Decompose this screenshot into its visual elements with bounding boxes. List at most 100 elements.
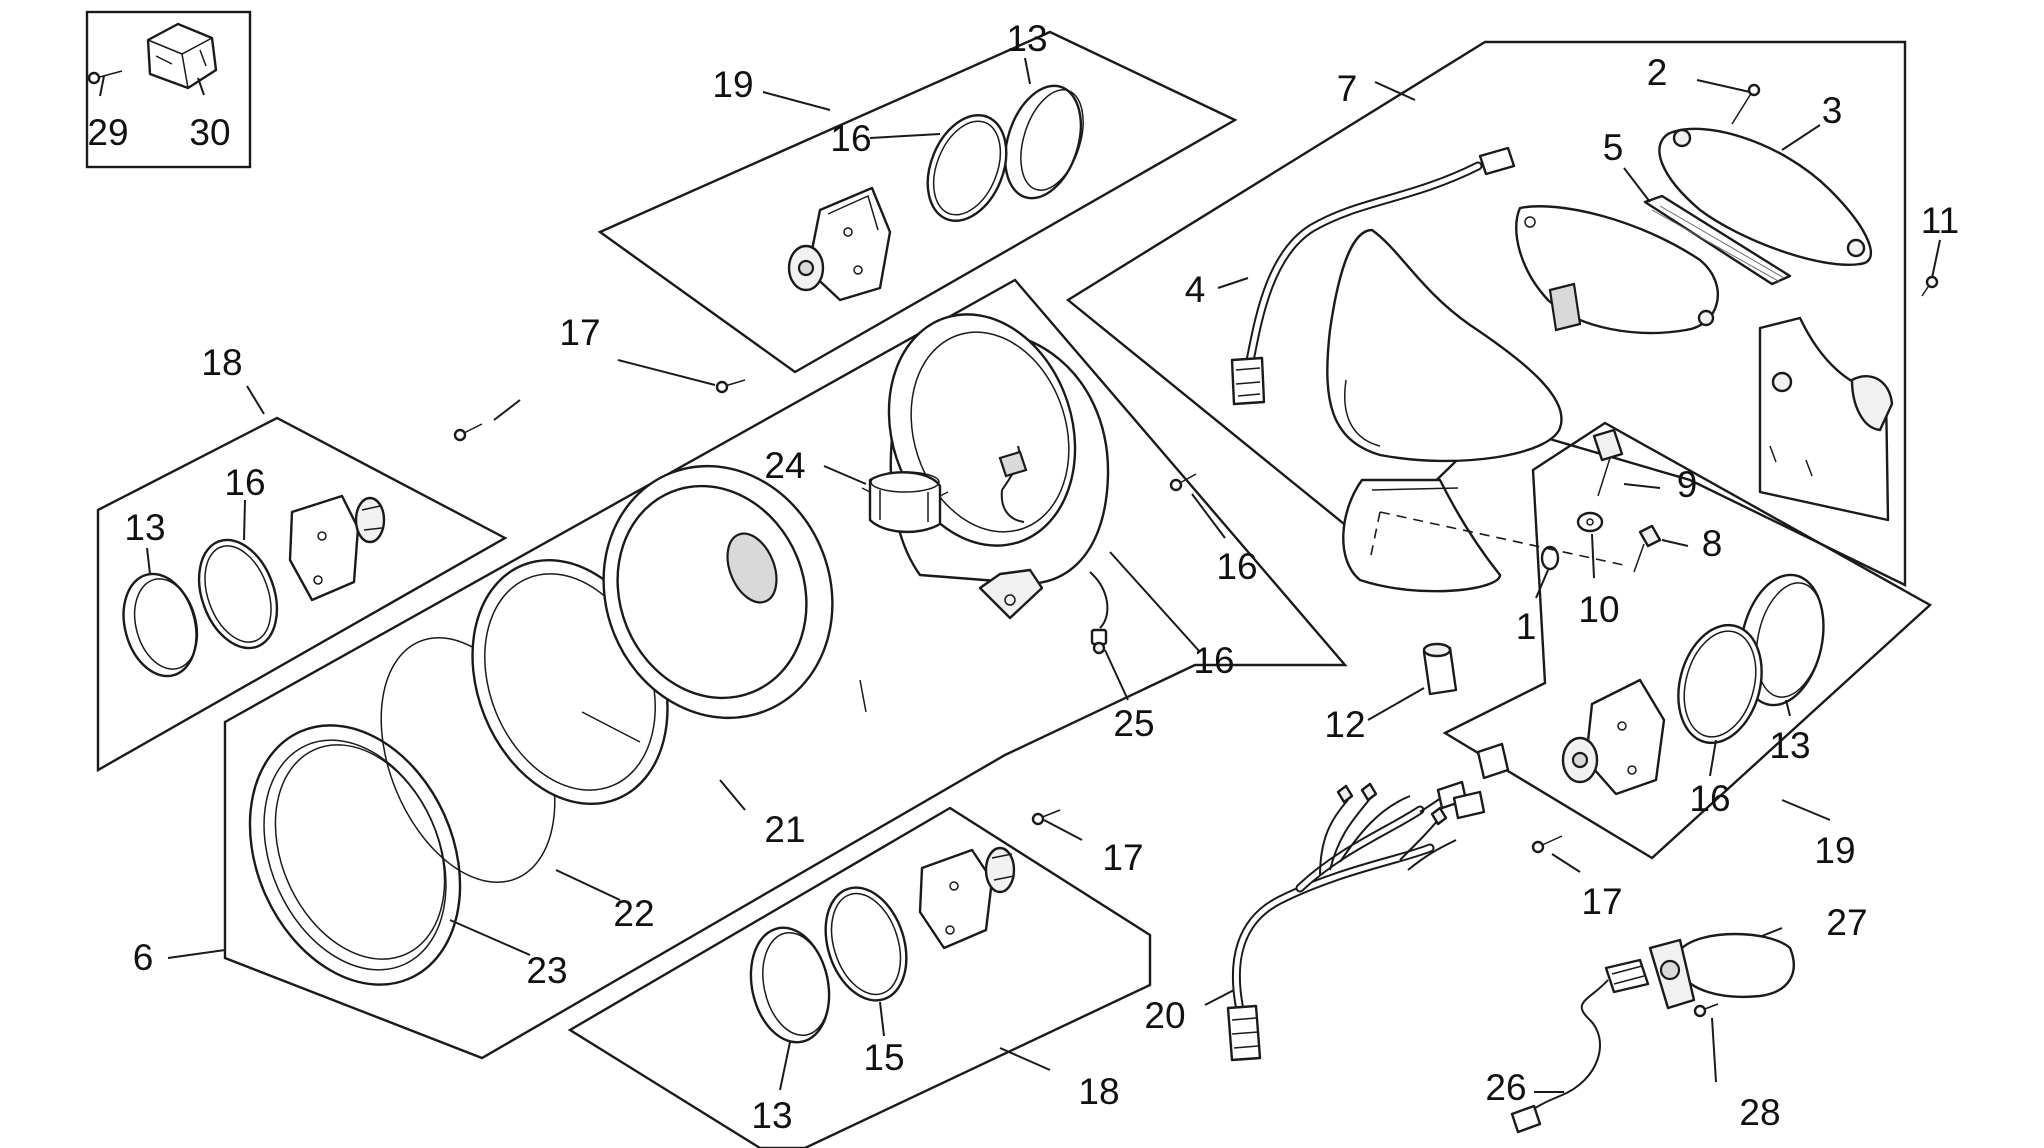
leader-16-right bbox=[1709, 739, 1717, 777]
frame-group-19-right bbox=[1442, 421, 1933, 860]
leader-25 bbox=[1104, 649, 1129, 701]
leader-21 bbox=[719, 779, 746, 811]
screw-17-top bbox=[715, 379, 746, 394]
leader-11 bbox=[1931, 239, 1941, 279]
housing-left bbox=[288, 494, 386, 602]
nut-1 bbox=[1540, 545, 1560, 571]
screw-17-right bbox=[1531, 835, 1563, 854]
leader-22 bbox=[555, 869, 621, 901]
callout-25: 25 bbox=[1113, 703, 1154, 744]
callout-23: 23 bbox=[526, 950, 567, 991]
leader-18-left bbox=[246, 385, 265, 415]
leader-17-bottom bbox=[1043, 819, 1083, 841]
frame-group-18-bottom bbox=[567, 806, 1152, 1148]
connector-25 bbox=[1090, 628, 1108, 655]
socket-24 bbox=[861, 471, 949, 534]
callout-12: 12 bbox=[1324, 704, 1365, 745]
leader-19-right bbox=[1781, 799, 1831, 821]
callout-16-right: 16 bbox=[1689, 778, 1730, 819]
lens-13-left bbox=[122, 572, 199, 678]
housing-right bbox=[1561, 678, 1666, 796]
leader-5 bbox=[1623, 167, 1651, 203]
callout-16-bottom: 15 bbox=[863, 1037, 904, 1078]
callout-7: 7 bbox=[1337, 68, 1358, 109]
leader-9 bbox=[1623, 483, 1661, 489]
leader-13-right bbox=[1785, 699, 1791, 717]
screw-11 bbox=[1921, 275, 1939, 297]
cable-4 bbox=[1230, 146, 1516, 406]
callout-17-bottom: 17 bbox=[1102, 837, 1143, 878]
leader-13-top bbox=[1024, 57, 1031, 85]
screw-29 bbox=[87, 70, 123, 85]
axis-dash-line bbox=[1379, 511, 1629, 567]
leader-14 bbox=[1109, 551, 1201, 653]
ring-16-top bbox=[926, 114, 1008, 222]
parts bbox=[87, 22, 1939, 1134]
screw-15 bbox=[1169, 473, 1197, 492]
callout-13-top: 13 bbox=[1006, 18, 1047, 59]
housing-top bbox=[787, 186, 892, 302]
callout-30: 30 bbox=[189, 112, 230, 153]
lens-13-top bbox=[1003, 84, 1084, 200]
callout-18-left: 18 bbox=[201, 342, 242, 383]
leader-30 bbox=[197, 77, 205, 96]
grommet-12 bbox=[1422, 642, 1458, 696]
tail-lens-3 bbox=[1658, 127, 1872, 266]
leader-16-left bbox=[243, 499, 246, 541]
leader-17-right bbox=[1551, 853, 1581, 873]
leader-28 bbox=[1711, 1017, 1717, 1083]
callout-29: 29 bbox=[87, 112, 128, 153]
axis-dash-line-2 bbox=[1369, 511, 1381, 561]
leader-4 bbox=[1217, 277, 1249, 289]
screw-17-left bbox=[453, 423, 483, 442]
leader-1 bbox=[1535, 569, 1549, 599]
leader-15 bbox=[1191, 493, 1226, 539]
leader-7 bbox=[1374, 81, 1416, 101]
leader-29 bbox=[99, 75, 105, 97]
leader-20 bbox=[1204, 989, 1235, 1006]
gasket-5 bbox=[1643, 194, 1792, 286]
tail-body bbox=[1326, 228, 1563, 593]
leader-lines bbox=[99, 57, 1941, 1093]
callout-15: 16 bbox=[1216, 546, 1257, 587]
callout-16-left: 16 bbox=[224, 462, 265, 503]
bolt-9 bbox=[1592, 428, 1624, 497]
license-light-27 bbox=[1648, 932, 1795, 1010]
callout-13-left: 13 bbox=[124, 507, 165, 548]
callout-27: 27 bbox=[1826, 902, 1867, 943]
bulb-socket bbox=[1604, 958, 1650, 994]
frame-group-7-taillight bbox=[1065, 40, 1907, 587]
callout-22: 22 bbox=[613, 893, 654, 934]
leader-12 bbox=[1367, 687, 1425, 721]
shell-14 bbox=[887, 313, 1110, 629]
callout-1: 1 bbox=[1516, 606, 1537, 647]
callout-17-top: 17 bbox=[559, 312, 600, 353]
frame-group-18-left bbox=[96, 416, 508, 773]
leader-10 bbox=[1591, 533, 1595, 579]
callout-13-right: 13 bbox=[1769, 725, 1810, 766]
callout-11: 11 bbox=[1921, 200, 1959, 241]
callout-17-right: 17 bbox=[1581, 881, 1622, 922]
callout-21: 21 bbox=[764, 809, 805, 850]
callout-labels: 29 30 19 13 16 17 18 16 13 24 16 16 25 2… bbox=[87, 18, 1959, 1136]
plate-bracket bbox=[1758, 316, 1894, 522]
callout-5: 5 bbox=[1603, 127, 1624, 168]
frame-group-6-headlamp bbox=[223, 278, 1348, 1060]
leader-23 bbox=[449, 919, 531, 956]
harness-20 bbox=[1226, 742, 1510, 1062]
leader-6 bbox=[167, 949, 226, 959]
callout-28: 28 bbox=[1739, 1092, 1780, 1133]
screw-2 bbox=[1731, 83, 1761, 125]
callout-19-right: 19 bbox=[1814, 830, 1855, 871]
leader-16-top bbox=[869, 133, 941, 139]
leader-19-top bbox=[762, 91, 831, 111]
leader-17-left bbox=[493, 399, 521, 421]
callout-8: 8 bbox=[1702, 523, 1723, 564]
callout-18-bottom: 18 bbox=[1078, 1071, 1119, 1112]
reflector-21 bbox=[581, 464, 867, 743]
leader-18-bottom bbox=[999, 1047, 1051, 1071]
leader-13-left bbox=[146, 547, 151, 575]
screw-28 bbox=[1693, 1003, 1719, 1018]
lens-13-bottom bbox=[749, 926, 831, 1044]
